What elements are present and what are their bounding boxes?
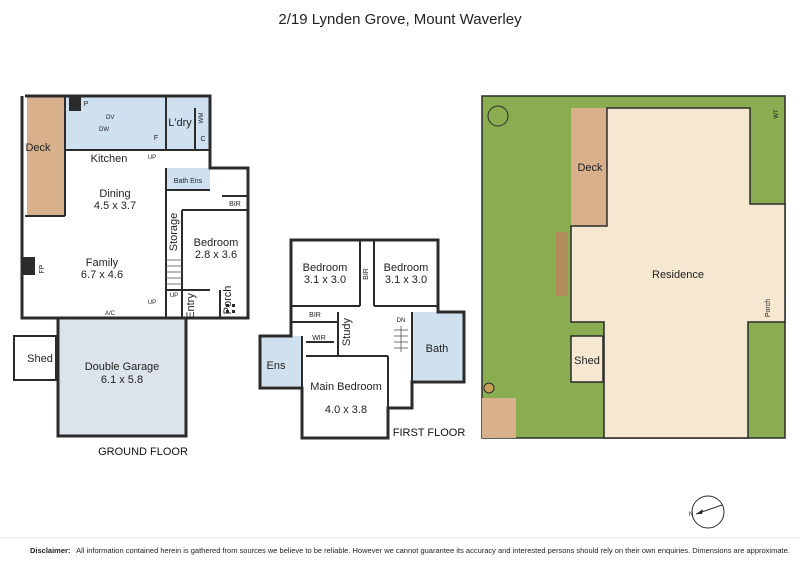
- gf-bir-label: BIR: [229, 201, 241, 208]
- disclaimer-text: All information contained herein is gath…: [76, 546, 790, 555]
- ff-bir-2-label: BIR: [309, 312, 321, 319]
- gf-inner-walls: [23, 95, 248, 318]
- site-deck: [571, 108, 607, 226]
- ff-main-bedroom-size: 4.0 x 3.8: [325, 404, 367, 416]
- gf-porch-label: Porch: [222, 286, 234, 315]
- first-floor-label: FIRST FLOOR: [393, 427, 466, 439]
- gf-entry-label: Entry: [185, 293, 197, 319]
- gf-family-label: Family: [86, 257, 119, 269]
- gf-garage-area: [58, 318, 186, 436]
- gf-dining-size: 4.5 x 3.7: [94, 200, 136, 212]
- north-label: N: [689, 512, 693, 518]
- gf-ac-label: A/C: [105, 311, 116, 317]
- gf-fireplace-label: FP: [39, 264, 46, 273]
- first-floor-plan: Bedroom 3.1 x 3.0 BIR Bedroom 3.1 x 3.0 …: [258, 238, 466, 440]
- gf-cupboard-label: C: [200, 136, 205, 143]
- site-shed-deck: [482, 398, 516, 438]
- gf-pantry-label: P: [84, 101, 89, 108]
- ff-dn-label: DN: [397, 318, 406, 324]
- ff-bedroom-b-size: 3.1 x 3.0: [385, 274, 427, 286]
- ff-bir-1-label: BIR: [363, 268, 370, 280]
- site-plan: Deck Residence Porch Shed WT: [481, 95, 786, 439]
- ff-ens-area: [260, 336, 302, 386]
- gf-up-stair-label: UP: [170, 293, 178, 299]
- gf-garage-label: Double Garage: [85, 361, 160, 373]
- ground-floor-plan: Deck P OV DW F Kitchen L'dry WM C UP Din…: [13, 94, 250, 458]
- gf-storage-label: Storage: [168, 213, 180, 252]
- gf-bedroom-label: Bedroom: [194, 237, 239, 249]
- gf-bath-ens-area: [166, 168, 210, 190]
- ff-bedroom-a-label: Bedroom: [303, 262, 348, 274]
- gf-garage-size: 6.1 x 5.8: [101, 374, 143, 386]
- site-garden-bed: [556, 232, 568, 296]
- gf-washing-machine-label: WM: [199, 113, 205, 124]
- gf-fridge-label: F: [154, 135, 158, 142]
- gf-deck-label: Deck: [25, 142, 51, 154]
- ff-stairs: [394, 326, 408, 352]
- ff-ens-label: Ens: [267, 360, 286, 372]
- gf-oven-label: OV: [106, 115, 115, 121]
- site-porch-label: Porch: [765, 299, 772, 317]
- site-wt-label: WT: [774, 109, 780, 119]
- gf-laundry-label: L'dry: [168, 117, 192, 129]
- site-residence-label: Residence: [652, 269, 704, 281]
- ff-main-bedroom-label: Main Bedroom: [310, 381, 382, 393]
- ff-bedroom-b-label: Bedroom: [384, 262, 429, 274]
- gf-stairs: [166, 259, 182, 285]
- gf-up-kitchen-label: UP: [148, 155, 156, 161]
- gf-deck-area: [27, 96, 65, 216]
- north-arrow-icon: N: [689, 495, 725, 529]
- ground-floor-label: GROUND FLOOR: [98, 446, 188, 458]
- ff-bedroom-a-size: 3.1 x 3.0: [304, 274, 346, 286]
- gf-shed-label: Shed: [27, 353, 53, 365]
- gf-kitchen-area: [65, 96, 210, 150]
- disclaimer-label: Disclaimer:: [30, 546, 70, 555]
- plant-icon: [483, 382, 495, 394]
- site-deck-label: Deck: [577, 162, 603, 174]
- gf-dishwasher-label: DW: [99, 127, 109, 133]
- page-title: 2/19 Lynden Grove, Mount Waverley: [278, 11, 522, 28]
- ff-bath-area: [412, 312, 464, 380]
- ff-inner-walls: [291, 240, 438, 408]
- gf-bath-ens-label: Bath Ens: [174, 178, 203, 185]
- tree-icon: [487, 105, 509, 127]
- gf-dining-label: Dining: [99, 188, 130, 200]
- site-residence-outline: [570, 107, 786, 439]
- gf-outer-walls: [20, 94, 250, 438]
- ff-study-label: Study: [341, 317, 353, 346]
- site-shed-label: Shed: [574, 355, 600, 367]
- gf-family-size: 6.7 x 4.6: [81, 269, 123, 281]
- disclaimer: Disclaimer: All information contained he…: [30, 546, 790, 555]
- gf-shed-outline: [13, 335, 57, 381]
- gf-bedroom-size: 2.8 x 3.6: [195, 249, 237, 261]
- ff-bath-label: Bath: [426, 343, 449, 355]
- site-shed: [570, 335, 604, 383]
- gf-kitchen-label: Kitchen: [91, 153, 128, 165]
- ff-wir-label: WIR: [312, 335, 326, 342]
- gf-up-family-label: UP: [148, 300, 156, 306]
